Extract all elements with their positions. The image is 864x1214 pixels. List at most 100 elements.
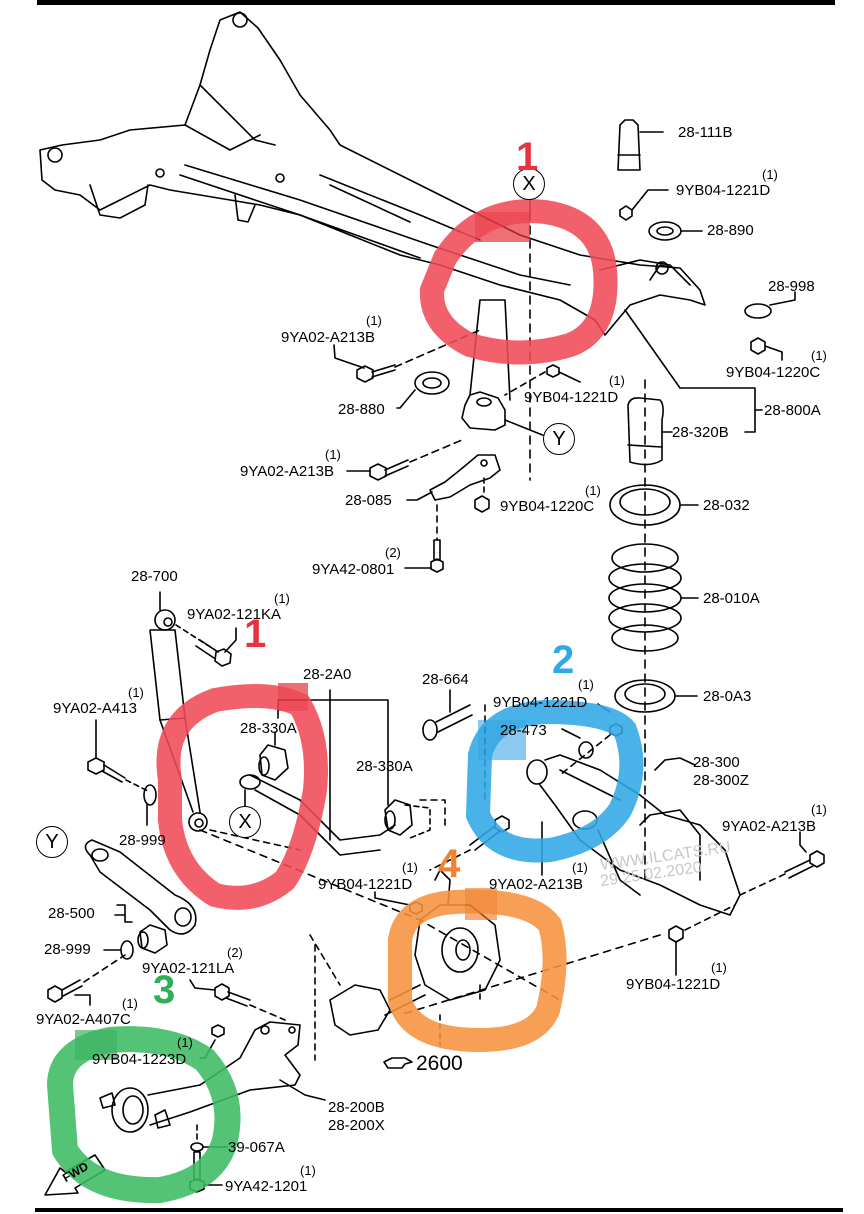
label-9YB04-1220C-a: 9YB04-1220C (726, 364, 821, 381)
bolt-28-664 (422, 689, 473, 741)
highlight-marker-1-top (475, 212, 530, 242)
lateral-link-28-2A0 (239, 689, 396, 856)
ref-marker-y-top: Y (543, 423, 575, 455)
highlight-number-2: 2 (552, 638, 575, 682)
label-9YA02-A213B-c: 9YA02-A213B (489, 876, 583, 893)
highlight-ring-1-left (156, 684, 328, 910)
label-9YA42-0801: 9YA42-0801 (312, 561, 395, 578)
label-28-111B: 28-111B (678, 124, 733, 141)
label-9YA02-A213B-b: 9YA02-A213B (240, 463, 334, 480)
qty-9YB04-1223D: (1) (177, 1035, 193, 1050)
qty-9YA02-A213B-a: (1) (366, 313, 382, 328)
nut-9YB04-1221D-d (399, 904, 736, 1016)
label-28-2A0: 28-2A0 (303, 666, 352, 683)
qty-9YA02-A213B-c: (1) (572, 860, 588, 875)
highlight-ring-2 (465, 699, 644, 863)
bushing-28-330A-a (258, 731, 289, 781)
bolt-9YA02-121LA (189, 979, 286, 1021)
qty-9YA42-1201: (1) (300, 1163, 316, 1178)
mount-28-890 (648, 221, 703, 241)
page-reference-2600[interactable]: 2600 (416, 1052, 463, 1075)
label-28-320B: 28-320B (672, 424, 729, 441)
label-9YA02-A213B-a: 9YA02-A213B (281, 329, 375, 346)
bolt-9YA42-0801 (404, 504, 444, 573)
label-9YA02-A213B-d: 9YA02-A213B (722, 818, 816, 835)
label-9YB04-1221D-b: 9YB04-1221D (524, 389, 619, 406)
qty-9YB04-1221D-c: (1) (578, 677, 594, 692)
qty-9YB04-1220C-a: (1) (811, 348, 827, 363)
label-9YA02-121LA: 9YA02-121LA (142, 960, 235, 977)
label-28-0A3: 28-0A3 (703, 688, 752, 705)
qty-9YA02-121LA: (2) (227, 945, 243, 960)
label-9YA02-121KA: 9YA02-121KA (187, 606, 281, 623)
ref-marker-x-link: X (229, 806, 261, 838)
crossmember-part (39, 11, 706, 336)
bump-stop-28-111B (617, 119, 664, 171)
bump-stop-28-320B (627, 397, 673, 466)
qty-9YB04-1221D-e: (1) (402, 860, 418, 875)
label-28-664: 28-664 (422, 671, 469, 688)
label-28-800A: 28-800A (764, 402, 821, 419)
label-9YB04-1223D: 9YB04-1223D (92, 1051, 187, 1068)
highlight-marker-4 (465, 888, 497, 920)
nut-9YB04-1221D (619, 189, 669, 221)
bottom-border (35, 1208, 843, 1212)
label-28-473: 28-473 (500, 722, 547, 739)
washer-28-999-b (103, 940, 134, 960)
label-28-330A-a: 28-330A (240, 720, 297, 737)
washer-28-998 (744, 291, 796, 319)
label-28-200B: 28-200B (328, 1099, 385, 1116)
bolt-9YA02-A213B-d (739, 831, 825, 896)
trailing-arm-28-200B (99, 1021, 326, 1133)
label-28-300: 28-300 (693, 754, 740, 771)
qty-9YB04-1221D-a: (1) (762, 167, 778, 182)
highlight-ring-1-top (419, 199, 618, 365)
label-28-890: 28-890 (707, 222, 754, 239)
label-9YB04-1221D-c: 9YB04-1221D (493, 694, 588, 711)
washer-28-880 (396, 371, 450, 409)
nut-9YB04-1220C (750, 337, 783, 361)
label-9YA02-A407C: 9YA02-A407C (36, 1011, 131, 1028)
coil-spring-28-010A (608, 543, 699, 652)
collar-28-473 (561, 728, 594, 759)
label-28-880: 28-880 (338, 401, 385, 418)
bolt-9YA02-A413 (87, 719, 151, 793)
label-28-200X: 28-200X (328, 1117, 385, 1134)
label-39-067A: 39-067A (228, 1139, 285, 1156)
label-28-998: 28-998 (768, 278, 815, 295)
label-28-999-a: 28-999 (119, 832, 166, 849)
qty-9YA02-A413: (1) (128, 685, 144, 700)
label-28-330A-b: 28-330A (356, 758, 413, 775)
qty-9YB04-1221D-d: (1) (711, 960, 727, 975)
fwd-arrow-icon (44, 1154, 106, 1196)
ref-marker-y-link: Y (36, 826, 68, 858)
washer-28-999-a (143, 784, 157, 826)
label-28-085: 28-085 (345, 492, 392, 509)
top-border (37, 0, 835, 5)
bolt-9YA02-121KA (175, 624, 237, 667)
label-9YA42-1201: 9YA42-1201 (225, 1178, 308, 1195)
label-28-032: 28-032 (703, 497, 750, 514)
highlight-ring-4 (388, 889, 567, 1053)
label-28-500: 28-500 (48, 905, 95, 922)
qty-9YA02-121KA: (1) (274, 591, 290, 606)
spring-seat-28-0A3 (614, 679, 698, 713)
label-28-999-b: 28-999 (44, 941, 91, 958)
highlight-number-1-left: 1 (244, 612, 267, 656)
label-9YB04-1220C-b: 9YB04-1220C (500, 498, 595, 515)
highlight-number-3: 3 (153, 968, 176, 1012)
label-28-300Z: 28-300Z (693, 772, 749, 789)
highlight-marker-2 (478, 720, 526, 760)
bolt-9YA02-A407C (47, 954, 126, 1006)
qty-9YA02-A407C: (1) (122, 996, 138, 1011)
label-9YB04-1221D-a: 9YB04-1221D (676, 182, 771, 199)
label-28-010A: 28-010A (703, 590, 760, 607)
label-9YA02-A413: 9YA02-A413 (53, 700, 137, 717)
highlight-marker-1-left (278, 683, 308, 711)
qty-9YA02-A213B-b: (1) (325, 447, 341, 462)
label-9YB04-1221D-e: 9YB04-1221D (318, 876, 413, 893)
label-9YB04-1221D-d: 9YB04-1221D (626, 976, 721, 993)
pointing-hand-icon (383, 1057, 413, 1069)
